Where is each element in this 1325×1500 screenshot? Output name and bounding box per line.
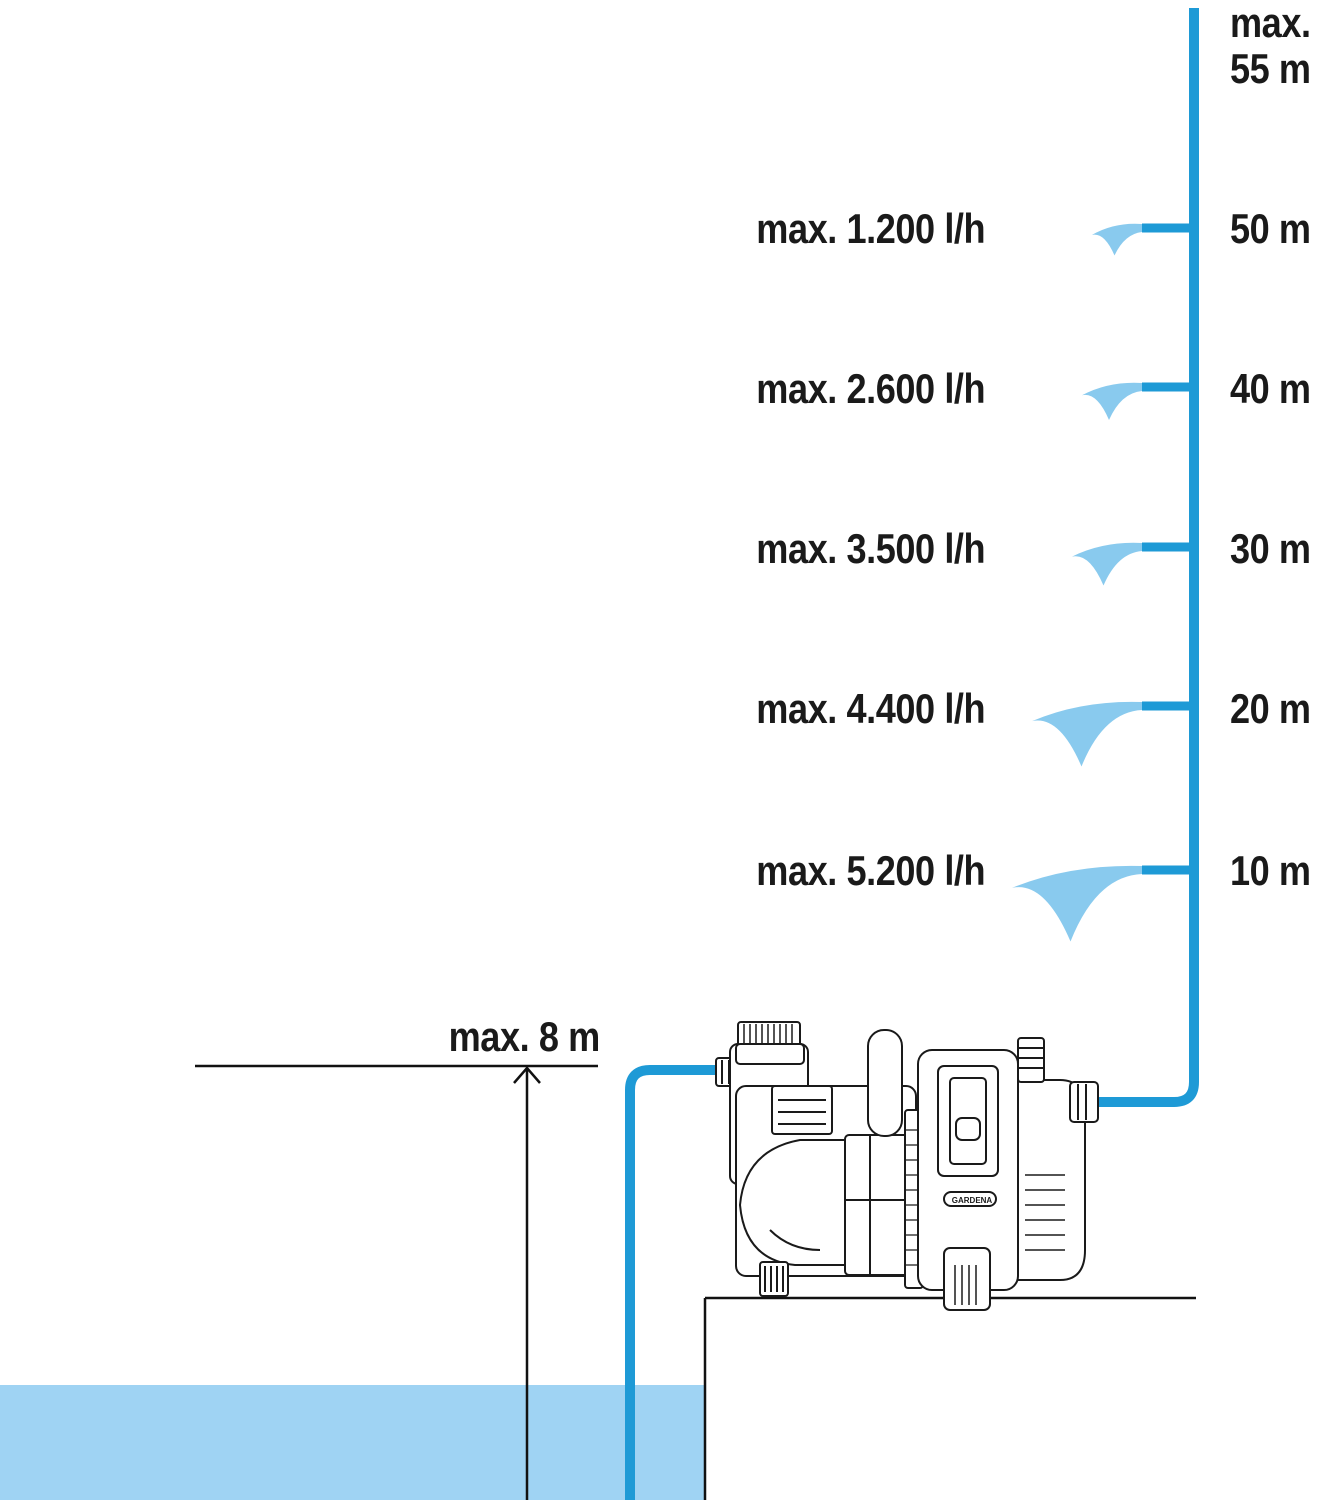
flow-label-30m: max. 3.500 l/h [756, 525, 985, 572]
flow-label-50m: max. 1.200 l/h [756, 205, 985, 252]
head-label-20m: 20 m [1230, 685, 1311, 732]
drain-plug [759, 1261, 789, 1297]
outlet-fitting [1069, 1081, 1099, 1123]
flow-label-40m: max. 2.600 l/h [756, 365, 985, 412]
outlet-branches [1012, 223, 1194, 942]
head-label-50m: 50 m [1230, 205, 1311, 252]
brand-text: GARDENA [952, 1196, 993, 1205]
pump-illustration [715, 1021, 1099, 1311]
suction-pipe [625, 1065, 718, 1500]
discharge-pipe [1095, 8, 1199, 1107]
filter-cap [737, 1021, 801, 1047]
vent-tube [867, 1029, 903, 1137]
water-spray-50m [1092, 223, 1142, 256]
max-head-label: max. 55 m [1230, 0, 1311, 92]
flow-label-10m: max. 5.200 l/h [756, 847, 985, 894]
filler-neck [1017, 1037, 1045, 1083]
max-head-line1: max. [1230, 0, 1311, 46]
water-spray-30m [1072, 542, 1142, 586]
brand-badge [943, 1191, 997, 1207]
max-head-line2: 55 m [1230, 45, 1311, 92]
suction-height-indicator [195, 1064, 598, 1500]
head-label-10m: 10 m [1230, 847, 1311, 894]
pump-foot [943, 1247, 991, 1311]
water-reservoir [0, 1385, 705, 1500]
head-label-40m: 40 m [1230, 365, 1311, 412]
flow-label-20m: max. 4.400 l/h [756, 685, 985, 732]
suction-height-label: max. 8 m [448, 1013, 601, 1060]
platform [703, 1296, 1196, 1500]
motor-cover [1009, 1079, 1086, 1281]
water-spray-40m [1082, 382, 1142, 420]
head-label-30m: 30 m [1230, 525, 1311, 572]
water-spray-20m [1032, 701, 1142, 767]
water-spray-10m [1012, 865, 1142, 942]
